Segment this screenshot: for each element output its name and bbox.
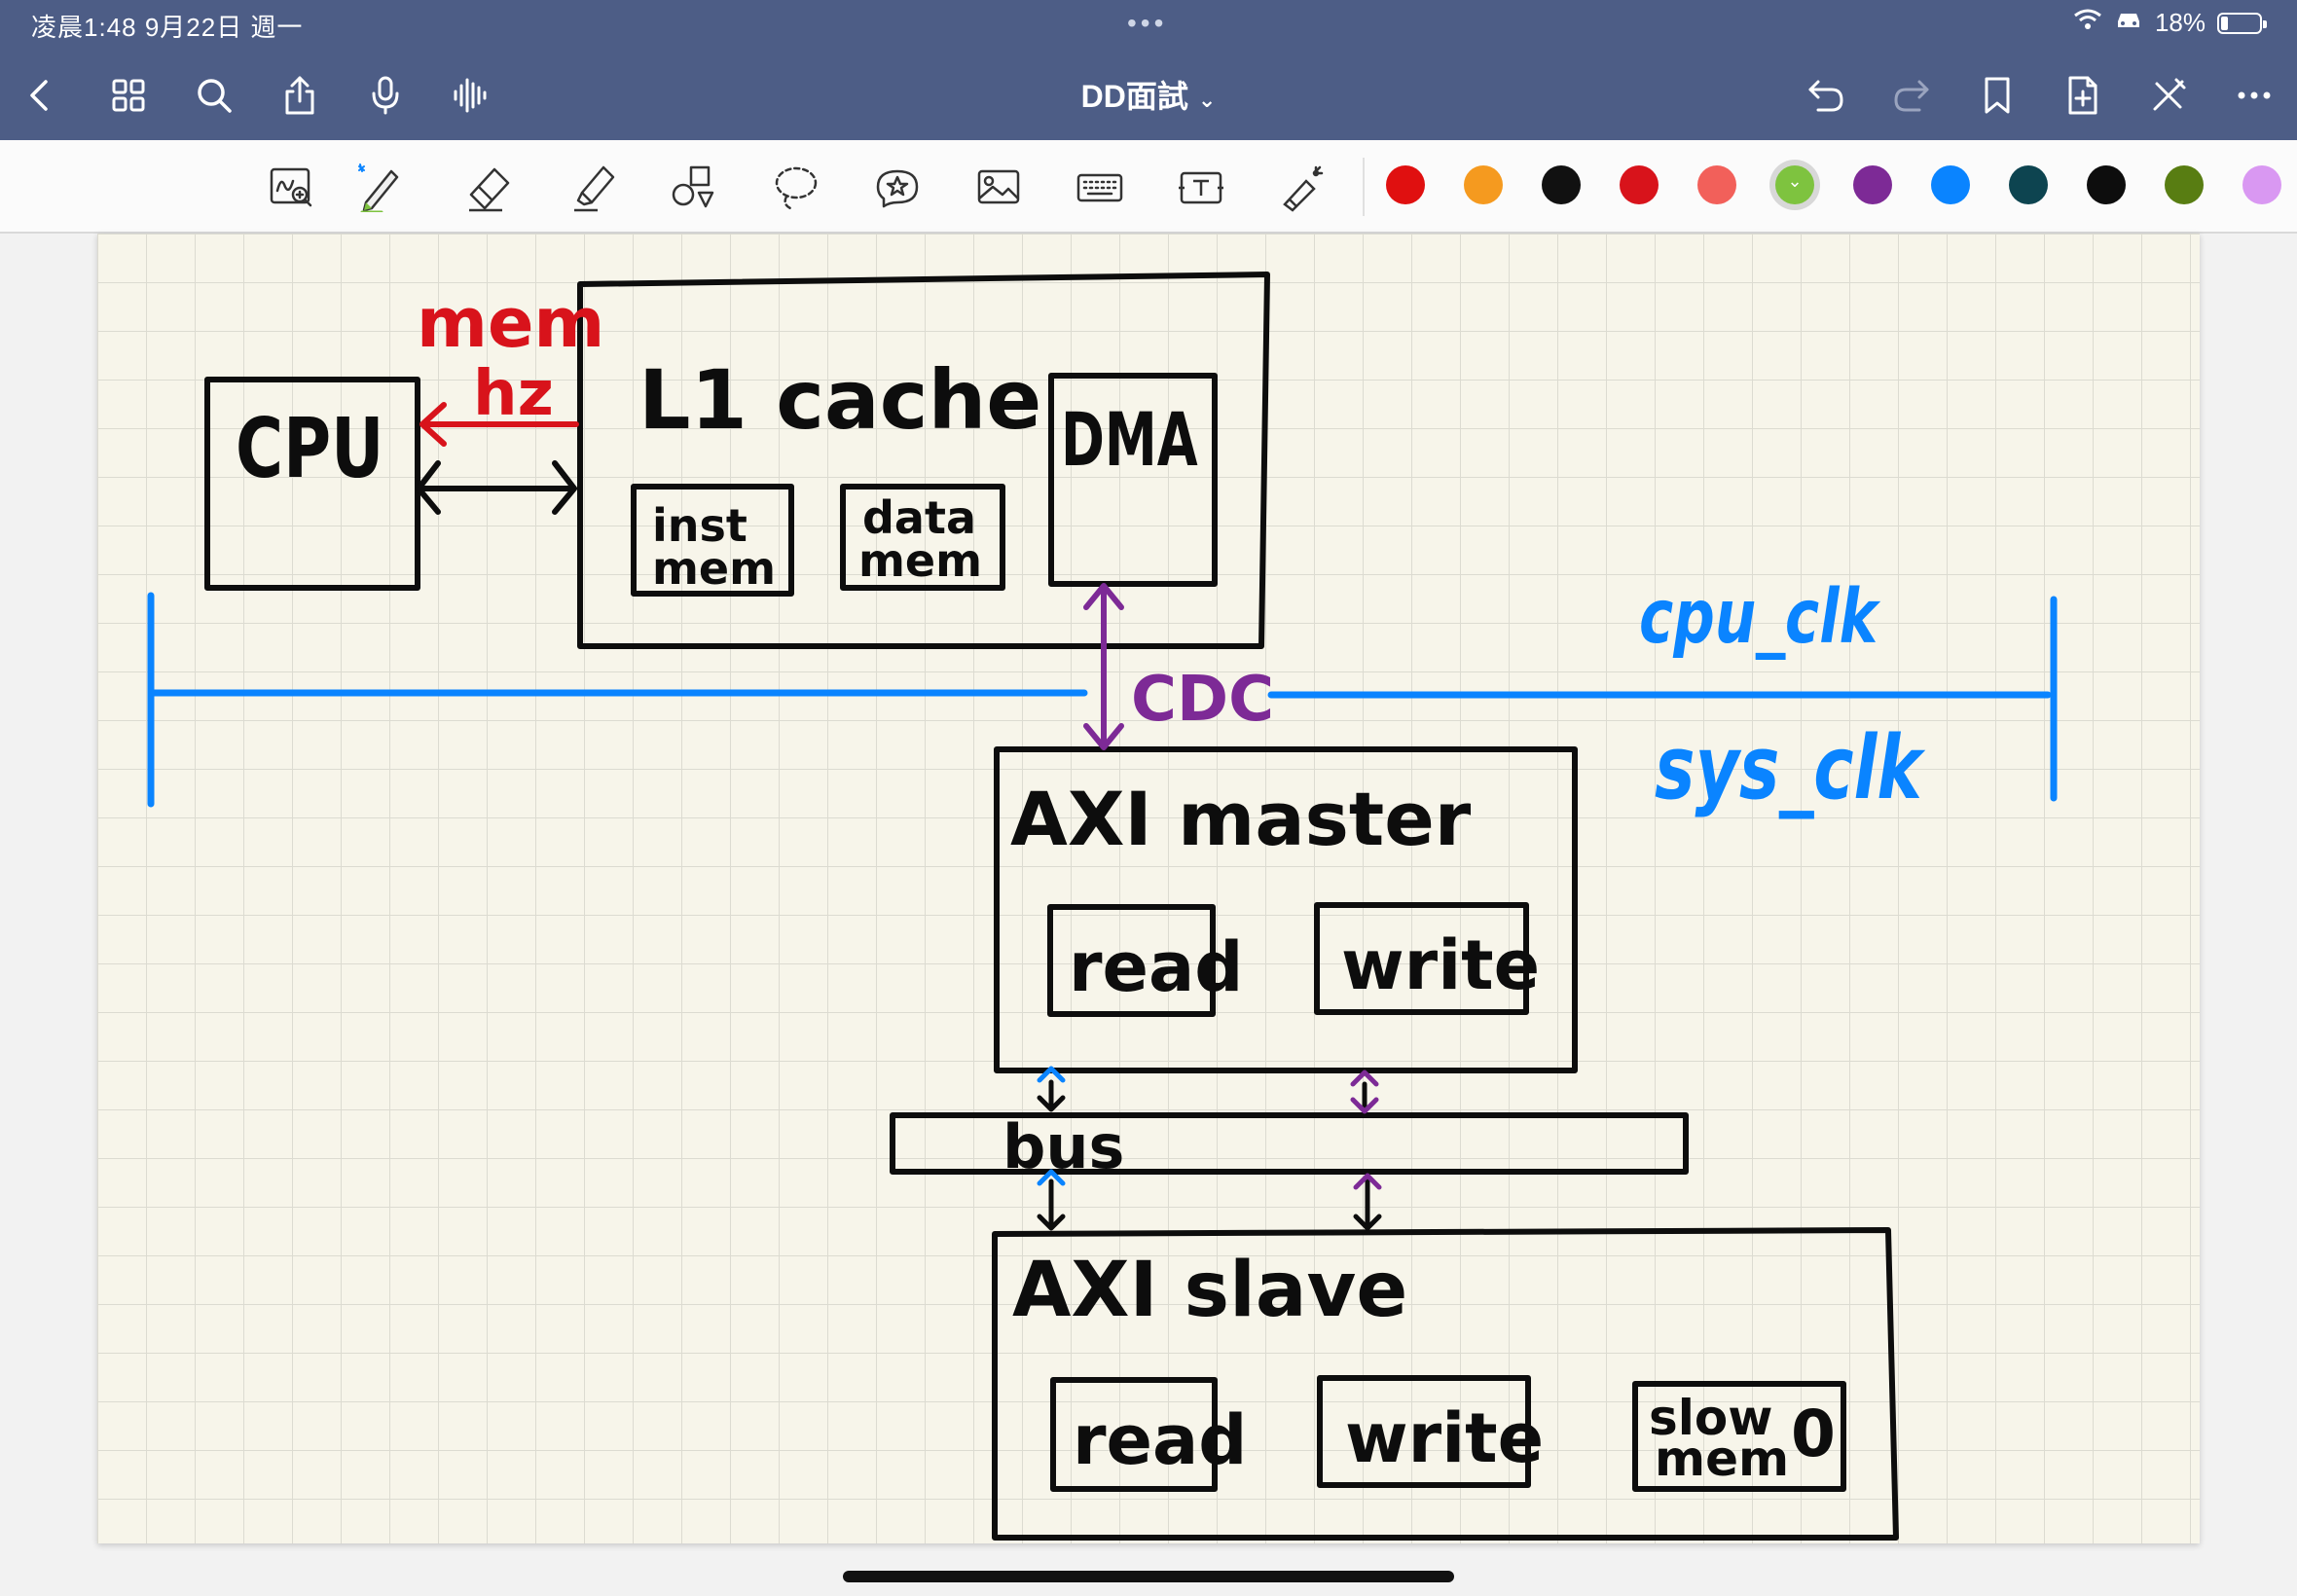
multitasking-dots[interactable]: •••: [1127, 8, 1168, 38]
battery-level: [2221, 16, 2228, 30]
microphone-icon[interactable]: [360, 70, 411, 121]
top-bar: 凌晨1:48 9月22日 週一 ••• 18% DD面試 ⌄: [0, 0, 2297, 140]
pen-icon[interactable]: [350, 160, 405, 214]
bookmark-icon[interactable]: [1972, 70, 2023, 121]
color-swatch-1[interactable]: [1386, 165, 1425, 204]
color-swatch-6[interactable]: ⌄: [1775, 165, 1814, 204]
search-icon[interactable]: [189, 70, 239, 121]
close-pen-icon[interactable]: [2143, 70, 2194, 121]
document-title-text: DD面試: [1080, 79, 1188, 114]
color-swatch-10[interactable]: [2087, 165, 2126, 204]
text-box-icon[interactable]: [1174, 160, 1228, 214]
more-icon[interactable]: [2229, 70, 2279, 121]
lasso-icon[interactable]: [769, 160, 823, 214]
home-indicator[interactable]: [843, 1571, 1454, 1582]
share-icon[interactable]: [274, 70, 325, 121]
back-icon[interactable]: [16, 70, 66, 121]
color-swatch-8[interactable]: [1931, 165, 1970, 204]
chevron-down-icon: ⌄: [1197, 88, 1217, 112]
highlighter-icon[interactable]: [566, 160, 621, 214]
wifi-icon: [2073, 8, 2102, 38]
color-swatch-11[interactable]: [2165, 165, 2204, 204]
undo-icon[interactable]: [1801, 70, 1851, 121]
selected-check-icon: ⌄: [1787, 171, 1803, 191]
keyboard-icon[interactable]: [1073, 160, 1127, 214]
color-swatch-3[interactable]: [1542, 165, 1581, 204]
car-icon: [2114, 8, 2143, 38]
image-icon[interactable]: [971, 160, 1026, 214]
grid-icon[interactable]: [103, 70, 154, 121]
color-swatch-9[interactable]: [2009, 165, 2048, 204]
redo-icon[interactable]: [1886, 70, 1937, 121]
waveform-icon[interactable]: [446, 70, 496, 121]
color-swatch-4[interactable]: [1620, 165, 1659, 204]
status-time: 凌晨1:48 9月22日 週一: [31, 13, 304, 42]
add-page-icon[interactable]: [2058, 70, 2108, 121]
shapes-icon[interactable]: [668, 160, 722, 214]
color-swatch-7[interactable]: [1853, 165, 1892, 204]
zoom-writing-icon[interactable]: [265, 160, 319, 214]
color-swatch-5[interactable]: [1697, 165, 1736, 204]
color-swatch-2[interactable]: [1464, 165, 1503, 204]
color-swatch-12[interactable]: [2242, 165, 2281, 204]
eraser-icon[interactable]: [461, 160, 516, 214]
canvas-area[interactable]: [0, 234, 2297, 1596]
battery-icon: [2217, 12, 2267, 34]
tool-bar: ⌄: [0, 140, 2297, 234]
sticker-icon[interactable]: [870, 160, 925, 214]
status-indicators: 18%: [2073, 8, 2267, 38]
battery-percent: 18%: [2154, 8, 2206, 37]
toolbar-divider: [1363, 158, 1365, 216]
document-title[interactable]: DD面試 ⌄: [1051, 72, 1246, 117]
grid-paper[interactable]: [97, 234, 2200, 1543]
laser-pointer-icon[interactable]: [1275, 160, 1330, 214]
